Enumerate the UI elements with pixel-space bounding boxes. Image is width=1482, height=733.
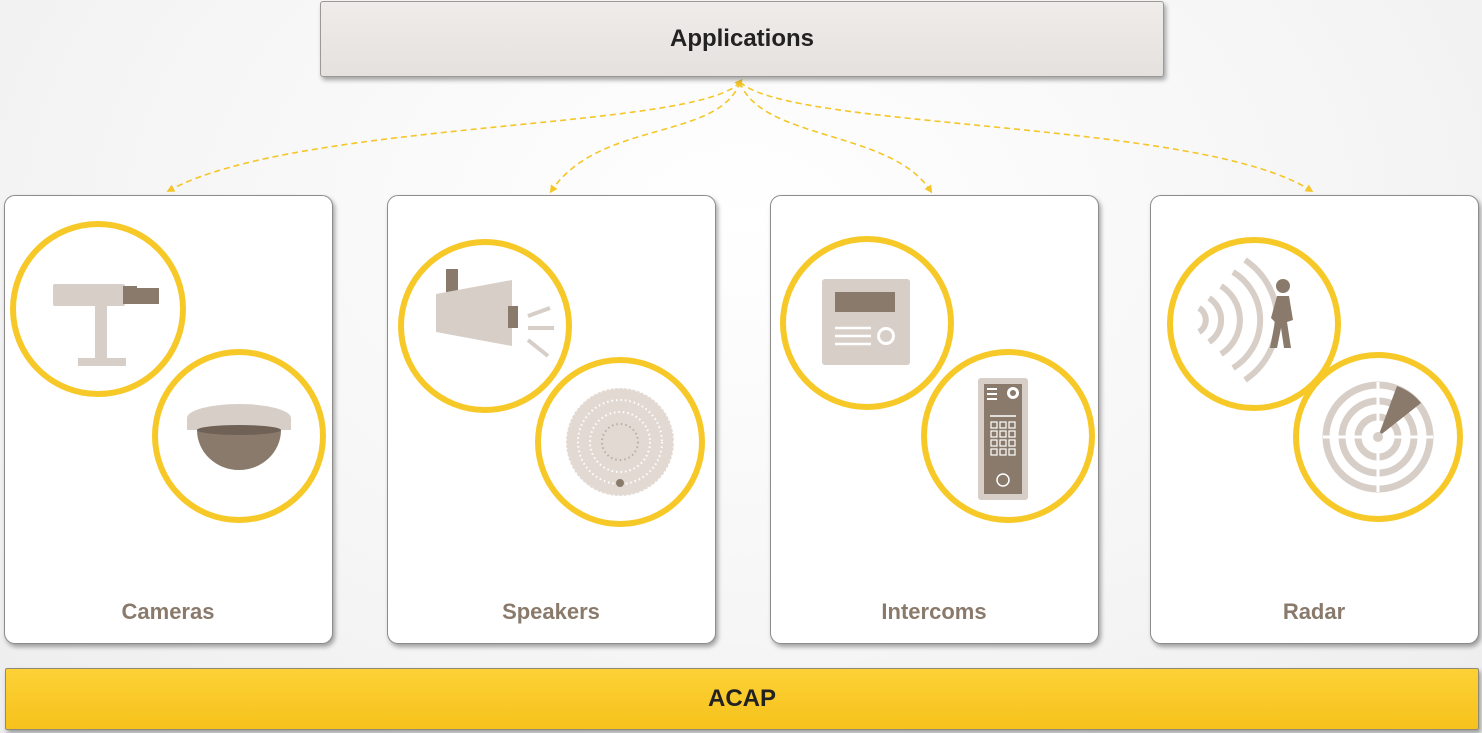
- card-speakers: Speakers: [387, 195, 716, 644]
- fixed-camera-icon: [10, 221, 186, 397]
- connector-to-speakers: [549, 81, 741, 194]
- card-radar: Radar: [1150, 195, 1479, 644]
- video-intercom-icon: [780, 236, 954, 410]
- keypad-intercom-icon: [921, 349, 1095, 523]
- card-intercoms: Intercoms: [770, 195, 1099, 644]
- acap-bar: ACAP: [5, 668, 1479, 730]
- ceiling-speaker-icon: [535, 357, 705, 527]
- connector-to-cameras: [166, 78, 743, 192]
- card-radar-label: Radar: [1283, 599, 1346, 624]
- card-intercoms-label: Intercoms: [881, 599, 986, 624]
- card-cameras: Cameras: [4, 195, 333, 644]
- card-speakers-label: Speakers: [502, 599, 600, 624]
- card-cameras-label: Cameras: [122, 599, 215, 624]
- applications-label: Applications: [669, 25, 814, 52]
- radar-waves-person-icon: [1167, 237, 1341, 411]
- dome-camera-icon: [152, 349, 326, 523]
- connector-arrows: [166, 78, 1314, 194]
- acap-label: ACAP: [707, 685, 776, 712]
- applications-box: Applications: [320, 1, 1164, 77]
- radar-target-icon: [1293, 352, 1463, 522]
- connector-to-radar: [739, 81, 1314, 193]
- connector-to-intercoms: [739, 81, 933, 194]
- horn-speaker-icon: [398, 239, 572, 413]
